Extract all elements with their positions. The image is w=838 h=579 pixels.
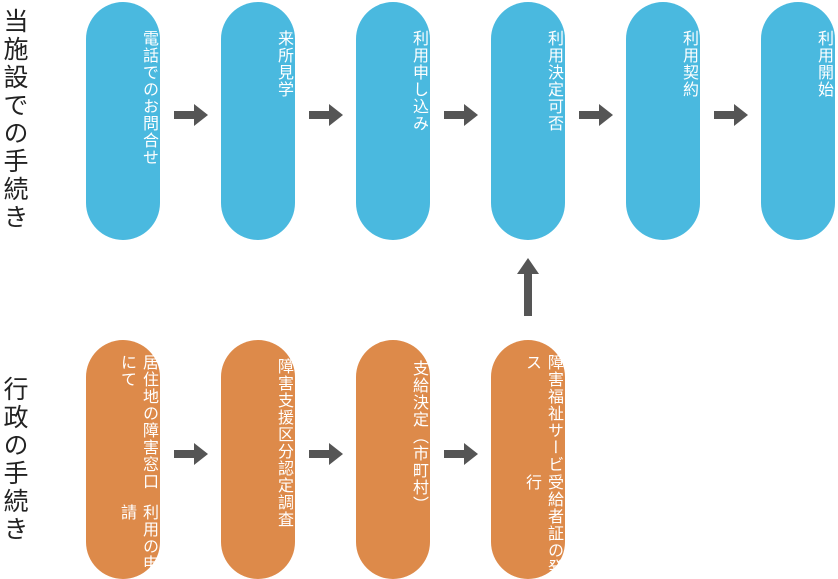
arrow-right-icon [579, 104, 613, 126]
government-step-line1: 居住地の障害窓口にて [118, 354, 159, 490]
government-step-line1: 支給決定（市町村） [410, 360, 429, 513]
facility-step-decision: 利用決定可否 [491, 2, 565, 240]
facility-step-contract: 利用契約 [626, 2, 700, 240]
arrow-up-icon [517, 258, 539, 316]
government-step-payment-decision: 支給決定（市町村） [356, 340, 430, 579]
government-step-line2: 受給者証の発行 [523, 474, 564, 576]
government-step-application: 居住地の障害窓口にて 利用の申請 [86, 340, 160, 579]
facility-step-inquiry: 電話でのお問合せ [86, 2, 160, 240]
facility-step-label: 電話でのお問合せ [140, 30, 159, 166]
arrow-right-icon [444, 104, 478, 126]
facility-step-label: 利用契約 [680, 30, 699, 98]
government-step-line1: 障害支援区分認定調査 [275, 358, 294, 528]
facility-step-application: 利用申し込み [356, 2, 430, 240]
arrow-right-icon [309, 443, 343, 465]
government-step-assessment: 障害支援区分認定調査 [221, 340, 295, 579]
arrow-right-icon [174, 104, 208, 126]
arrow-right-icon [444, 443, 478, 465]
government-step-certificate: 障害福祉サービス 受給者証の発行 [491, 340, 565, 579]
arrow-right-icon [714, 104, 748, 126]
facility-section-label: 当施設での手続き [0, 8, 29, 232]
arrow-right-icon [174, 443, 208, 465]
arrow-right-icon [309, 104, 343, 126]
facility-step-label: 来所見学 [275, 30, 294, 98]
government-step-line2: 利用の申請 [118, 504, 159, 572]
government-step-line1: 障害福祉サービス [523, 354, 564, 473]
facility-step-start: 利用開始 [761, 2, 835, 240]
facility-step-label: 利用申し込み [410, 30, 429, 132]
facility-step-label: 利用開始 [815, 30, 834, 98]
facility-step-label: 利用決定可否 [545, 30, 564, 132]
government-section-label: 行政の手続き [0, 376, 29, 544]
facility-step-visit: 来所見学 [221, 2, 295, 240]
